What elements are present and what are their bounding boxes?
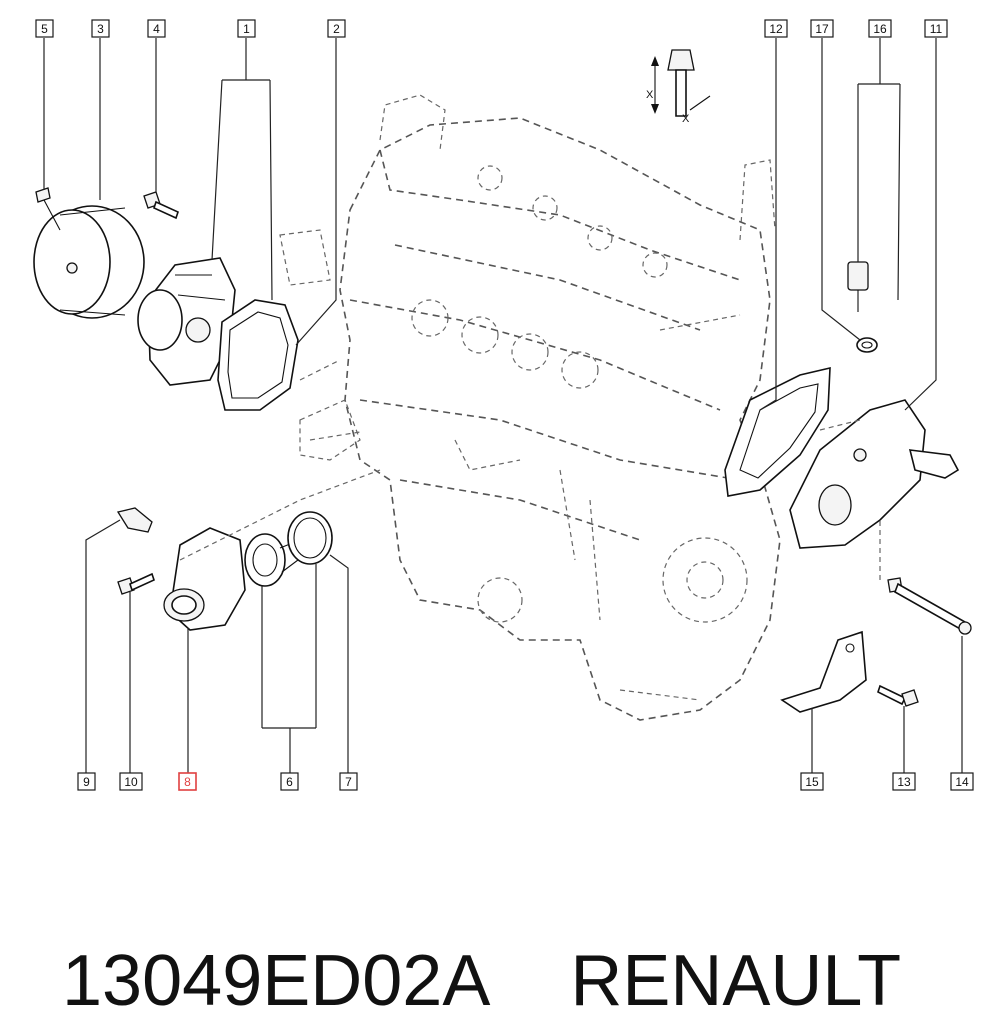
torque-label-a: X	[646, 89, 654, 101]
bolt-10-part	[117, 572, 155, 595]
thermostat-housing-part	[163, 527, 246, 631]
pulley-part	[33, 205, 145, 319]
callout-10: 10	[119, 772, 143, 791]
callout-11: 11	[924, 19, 948, 38]
callout-12: 12	[764, 19, 788, 38]
product-caption: 13049ED02A RENAULT	[22, 858, 901, 1021]
callout-17: 17	[810, 19, 834, 38]
svg-text:8: 8	[184, 775, 191, 789]
svg-text:15: 15	[805, 775, 819, 789]
callout-2: 2	[327, 19, 346, 38]
exploded-parts-diagram: X X	[33, 19, 974, 791]
torque-label-b: X	[682, 113, 690, 125]
svg-text:13: 13	[897, 775, 911, 789]
callout-5: 5	[35, 19, 54, 38]
svg-text:1: 1	[243, 22, 250, 36]
svg-text:5: 5	[41, 22, 48, 36]
o-ring-7-part	[287, 511, 333, 565]
engine-block-outline	[279, 94, 781, 721]
svg-text:4: 4	[153, 22, 160, 36]
svg-text:10: 10	[124, 775, 138, 789]
callout-15: 15	[800, 772, 824, 791]
svg-text:17: 17	[815, 22, 829, 36]
bolt-4-part	[143, 191, 179, 220]
washer-17-part	[856, 337, 878, 353]
callout-14: 14	[950, 772, 974, 791]
bolt-14-part	[887, 577, 972, 635]
svg-text:12: 12	[769, 22, 783, 36]
bolt-13-part	[877, 684, 919, 707]
callout-8-highlighted: 8	[178, 772, 197, 791]
svg-text:3: 3	[97, 22, 104, 36]
water-outlet-housing-part	[789, 399, 960, 549]
svg-text:9: 9	[83, 775, 90, 789]
svg-text:7: 7	[345, 775, 352, 789]
callout-13: 13	[892, 772, 916, 791]
callout-3: 3	[91, 19, 110, 38]
callout-4: 4	[147, 19, 166, 38]
torque-symbol: X X	[646, 49, 711, 125]
callout-9: 9	[77, 772, 96, 791]
callout-7: 7	[339, 772, 358, 791]
svg-text:14: 14	[955, 775, 969, 789]
gasket-2-part	[217, 299, 299, 411]
temperature-sensor-part	[847, 261, 869, 312]
svg-text:6: 6	[286, 775, 293, 789]
callout-labels: 5 3 4 1 2 12 17 16	[35, 19, 974, 791]
leader-lines	[43, 38, 963, 775]
callout-16: 16	[868, 19, 892, 38]
brand-name: RENAULT	[570, 941, 902, 1021]
svg-text:16: 16	[873, 22, 887, 36]
clip-9-part	[116, 507, 153, 533]
bracket-15-part	[780, 630, 867, 713]
callout-1: 1	[237, 19, 256, 38]
svg-text:2: 2	[333, 22, 340, 36]
callout-6: 6	[280, 772, 299, 791]
svg-text:11: 11	[930, 22, 943, 36]
part-number: 13049ED02A	[62, 941, 491, 1021]
